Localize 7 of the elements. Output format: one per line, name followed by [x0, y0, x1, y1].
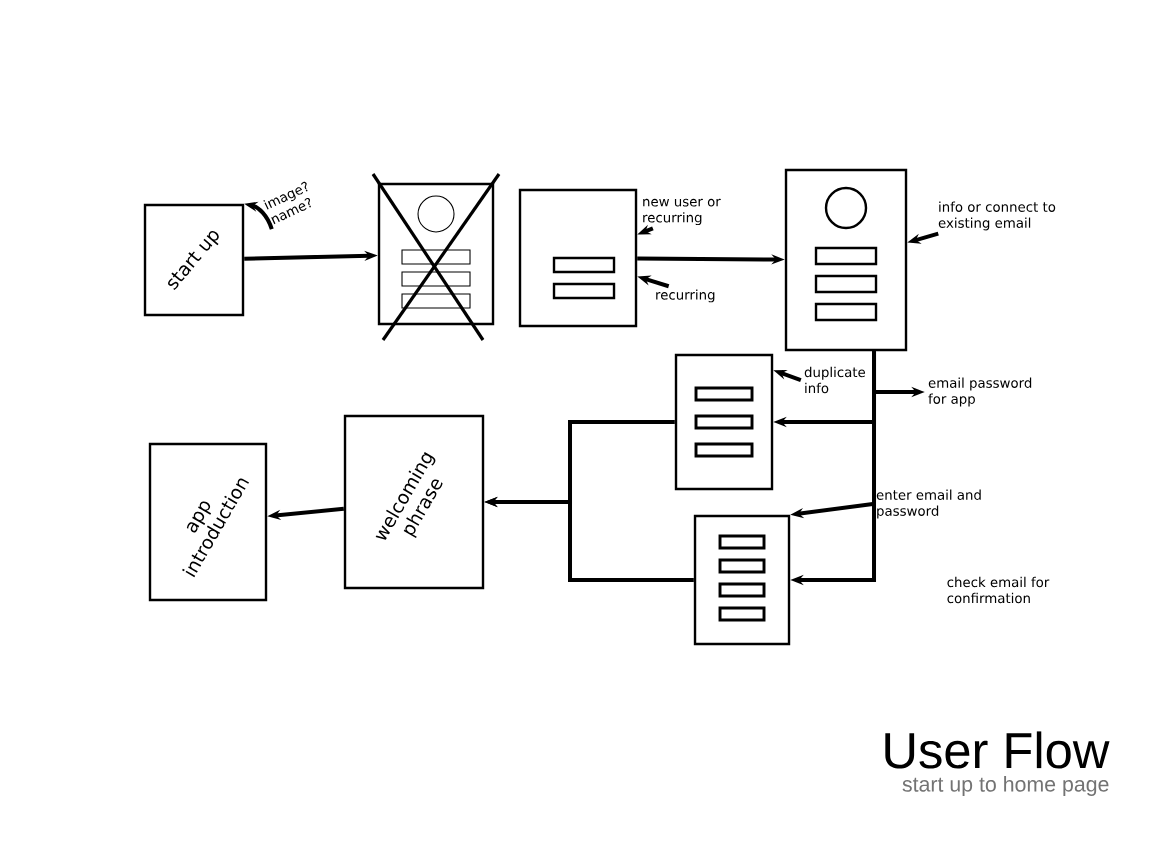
screen-sketch	[693, 514, 791, 646]
screen-sketch	[518, 188, 638, 328]
screen-sketch	[784, 168, 908, 352]
subtitle: start up to home page	[902, 776, 1109, 796]
crossed-screen-sketch	[371, 173, 501, 341]
screen-sketch	[674, 353, 774, 491]
title: User Flow	[885, 731, 1110, 769]
